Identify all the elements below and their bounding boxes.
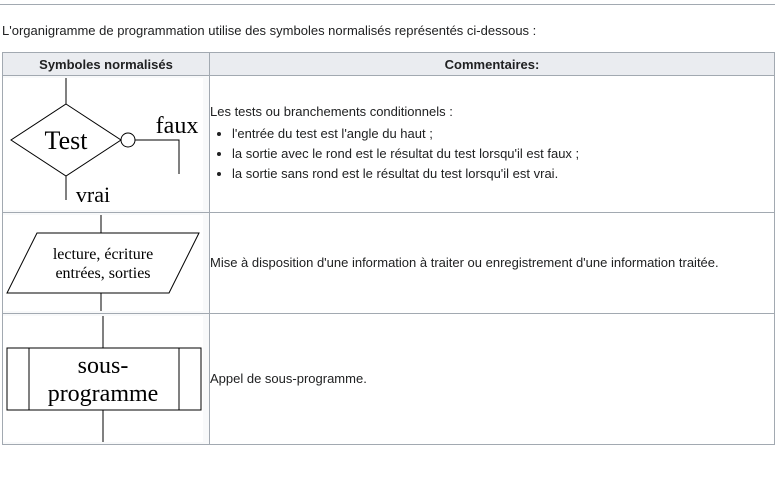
subprogram-comment-cell: Appel de sous-programme. (209, 313, 775, 445)
list-item: la sortie sans rond est le résultat du t… (232, 165, 774, 183)
intro-paragraph: L'organigramme de programmation utilise … (2, 23, 537, 38)
decision-label: Test (45, 126, 89, 155)
header-symbols: Symboles normalisés (2, 52, 210, 76)
io-label-line1: lecture, écriture (53, 246, 153, 263)
symbols-table: Symboles normalisés Commentaires: (2, 52, 775, 445)
section-heading-cut (0, 0, 775, 6)
io-symbol-image: lecture, écriture entrées, sorties (3, 215, 203, 311)
decision-bullets: l'entrée du test est l'angle du haut ; l… (210, 125, 774, 183)
io-comment-cell: Mise à disposition d'une information à t… (209, 212, 775, 314)
subprogram-label-line2: programme (48, 381, 159, 407)
subprogram-symbol-cell: sous- programme (2, 313, 210, 445)
table-row: Test faux vrai Les tests ou branchements… (2, 75, 775, 213)
list-item: l'entrée du test est l'angle du haut ; (232, 125, 774, 143)
subprogram-symbol-image: sous- programme (3, 316, 203, 442)
list-item: la sortie avec le rond est le résultat d… (232, 145, 774, 163)
io-label-line2: entrées, sorties (55, 265, 150, 282)
false-label: faux (156, 113, 199, 139)
decision-comment-cell: Les tests ou branchements conditionnels … (209, 75, 775, 213)
heading-underline (0, 4, 775, 5)
subprogram-label-line1: sous- (78, 353, 129, 379)
true-label: vrai (76, 182, 110, 207)
header-comments: Commentaires: (209, 52, 775, 76)
io-symbol-cell: lecture, écriture entrées, sorties (2, 212, 210, 314)
decision-comment-intro: Les tests ou branchements conditionnels … (210, 104, 453, 119)
table-row: lecture, écriture entrées, sorties Mise … (2, 212, 775, 314)
table-header-row: Symboles normalisés Commentaires: (2, 52, 775, 76)
table-row: sous- programme Appel de sous-programme. (2, 313, 775, 445)
decision-symbol-cell: Test faux vrai (2, 75, 210, 213)
decision-symbol-image: Test faux vrai (3, 78, 203, 210)
